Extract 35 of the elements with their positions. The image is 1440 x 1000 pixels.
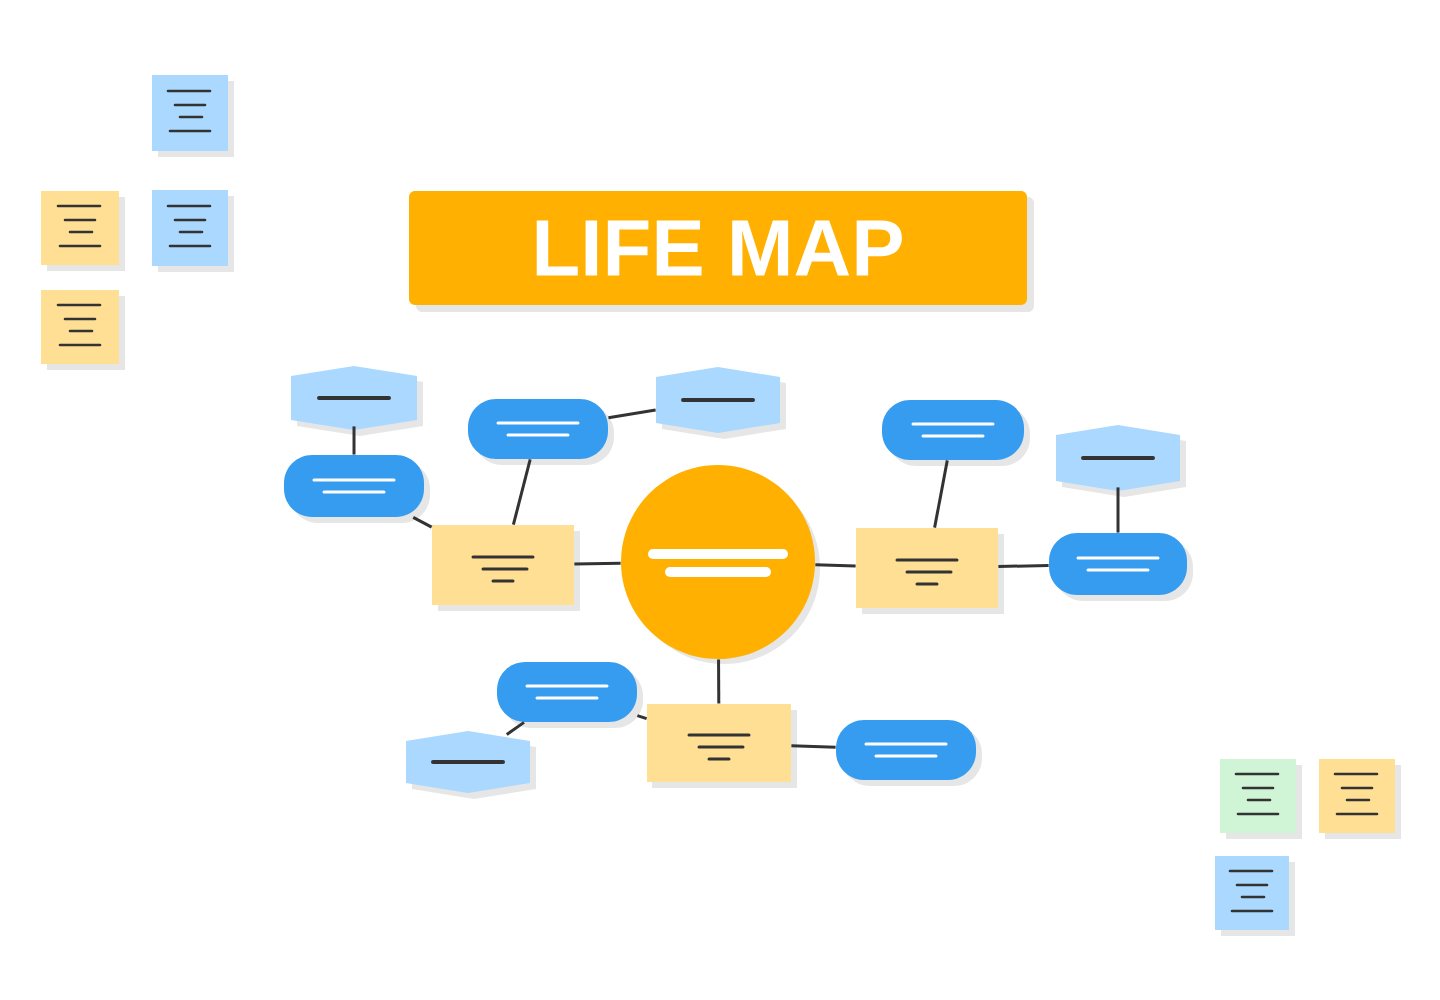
sticky-note (1220, 759, 1302, 839)
connector-line (412, 516, 433, 529)
connector-line (791, 744, 836, 749)
center-circle (621, 465, 820, 664)
topic-box (647, 704, 797, 788)
sticky-note (152, 190, 234, 272)
rounded-box (1049, 533, 1193, 601)
hexagon-shape (406, 731, 536, 799)
sticky-note (152, 75, 234, 157)
sticky-note (41, 290, 125, 370)
connector-line (636, 714, 648, 721)
connector-line (815, 563, 856, 568)
sticky-note (41, 191, 125, 271)
connector-line (352, 426, 356, 455)
sticky-note (1319, 759, 1401, 839)
connector-line (998, 563, 1049, 568)
rounded-box (468, 399, 614, 465)
connector-line (717, 659, 721, 704)
rounded-box (497, 662, 643, 728)
connector-line (608, 408, 656, 420)
title-banner: LIFE MAP (409, 191, 1034, 312)
topic-box (432, 525, 580, 611)
connector-line (1116, 487, 1120, 533)
rounded-box (882, 400, 1030, 466)
rounded-box (836, 720, 982, 786)
connector-line (505, 721, 525, 736)
topic-box (856, 528, 1004, 614)
connector-line (511, 459, 532, 525)
connector-line (574, 561, 621, 566)
connector-line (933, 460, 949, 528)
sticky-note (1215, 856, 1295, 936)
rounded-box (284, 455, 430, 523)
hexagon-shape (291, 366, 423, 436)
hexagon-shape (656, 367, 786, 439)
hexagon-shape (1056, 425, 1186, 497)
